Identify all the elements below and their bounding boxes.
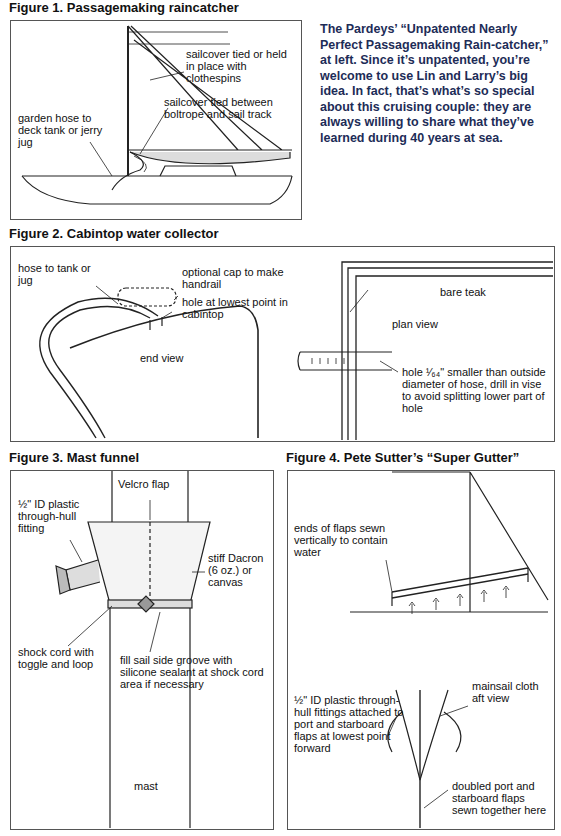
callout-label: ½" ID plastic through-hull fittings atta… [294,694,406,754]
callout-label: end view [140,352,200,364]
callout-label: hole at lowest point in cabintop [182,296,302,320]
callout-label: garden hose to deck tank or jerry jug [18,112,110,148]
callout-label: hole ¹⁄₆₄" smaller than outside diameter… [402,366,550,414]
cabintop-drawing [40,262,553,440]
callout-label: doubled port and starboard flaps sewn to… [452,780,550,816]
callout-label: mainsail cloth aft view [472,680,550,704]
callout-label: stiff Dacron (6 oz.) or canvas [208,552,270,588]
callout-label: ends of flaps sewn vertically to contain… [294,522,390,558]
callout-label: optional cap to make handrail [182,266,292,290]
callout-label: shock cord with toggle and loop [18,646,108,670]
callout-label: Velcro flap [118,478,198,490]
callout-label: bare teak [440,286,520,298]
callout-label: hose to tank or jug [18,262,108,286]
figure-heading: Figure 1. Passagemaking raincatcher [9,0,239,15]
callout-label: ½" ID plastic through-hull fitting [18,498,98,534]
callout-label: plan view [392,318,462,330]
callout-label: mast [134,780,174,792]
callout-label: sailcover tied or held in place with clo… [186,48,298,84]
callout-label: sailcover tied between boltrope and sail… [164,96,298,120]
figure-heading: Figure 4. Pete Sutter’s “Super Gutter” [286,450,519,465]
caption-text: The Pardeys’ “Unpatented Nearly Perfect … [320,22,556,146]
callout-label: fill sail side groove with silicone seal… [120,654,268,690]
figure-heading: Figure 3. Mast funnel [9,450,139,465]
figure-heading: Figure 2. Cabintop water collector [9,226,218,241]
